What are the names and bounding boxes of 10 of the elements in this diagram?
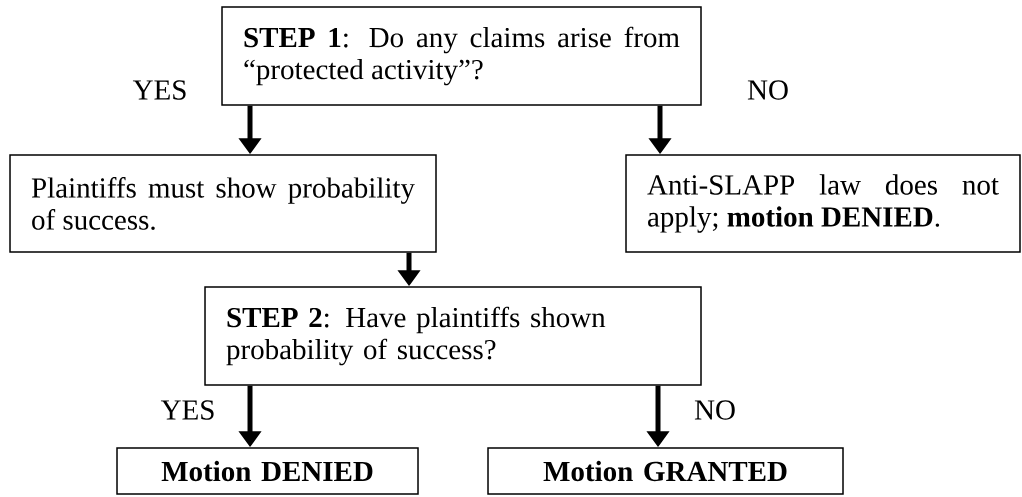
edge-label: YES	[132, 80, 186, 100]
process-box: Anti-SLAPP law does not apply; motion DENIED.	[625, 154, 1021, 253]
edge-label: NO	[747, 80, 788, 100]
decision-box: STEP 1: Do any claims arise from “protected activity”?	[221, 6, 702, 106]
edge-label: YES	[160, 400, 214, 420]
edge-label: NO	[694, 400, 735, 420]
decision-box: STEP 2: Have plaintiffs shown probability of success?	[204, 286, 702, 386]
result-box: Motion GRANTED	[487, 447, 844, 495]
result-box: Motion DENIED	[116, 447, 419, 495]
process-box: Plaintiffs must show probability of success.	[9, 154, 437, 253]
